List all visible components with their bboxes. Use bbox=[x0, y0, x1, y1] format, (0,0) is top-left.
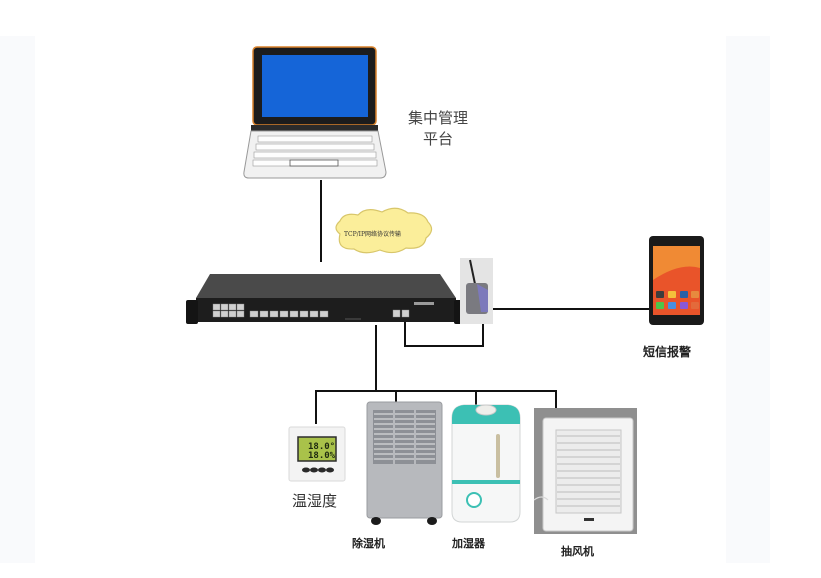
humidifier-icon bbox=[451, 404, 521, 523]
platform-label-line1: 集中管理 bbox=[408, 109, 469, 127]
thermo-hygrometer-icon bbox=[288, 426, 346, 482]
dehumidifier-label: 除湿机 bbox=[352, 537, 385, 550]
platform-label: 集中管理 平台 bbox=[408, 108, 468, 150]
right-margin-panel bbox=[726, 36, 770, 563]
temp-humidity-label: 温湿度 bbox=[292, 492, 338, 510]
edge-controller-gsm bbox=[404, 318, 484, 347]
platform-label-line2: 平台 bbox=[423, 130, 454, 148]
left-margin-panel bbox=[0, 36, 35, 563]
laptop-icon bbox=[243, 46, 387, 179]
sms-alarm-label: 短信报警 bbox=[643, 345, 692, 359]
exhaust-fan-icon bbox=[533, 408, 637, 534]
sensor-readout: 18.0° 18.0% bbox=[308, 443, 335, 461]
network-protocol-label: TCP/IP网络协议传输 bbox=[344, 231, 402, 238]
exhaust-fan-label: 抽风机 bbox=[561, 545, 594, 558]
dehumidifier-icon bbox=[366, 401, 443, 525]
gsm-modem-icon bbox=[460, 258, 493, 324]
connection-lines bbox=[315, 180, 650, 424]
sensor-readout-humidity: 18.0% bbox=[308, 451, 336, 461]
smartphone-icon bbox=[649, 236, 704, 325]
humidifier-label: 加湿器 bbox=[452, 537, 485, 550]
rack-switch-icon bbox=[186, 274, 466, 324]
cloud-icon bbox=[335, 207, 433, 254]
sensor-readout-temperature: 18.0° bbox=[308, 442, 336, 452]
